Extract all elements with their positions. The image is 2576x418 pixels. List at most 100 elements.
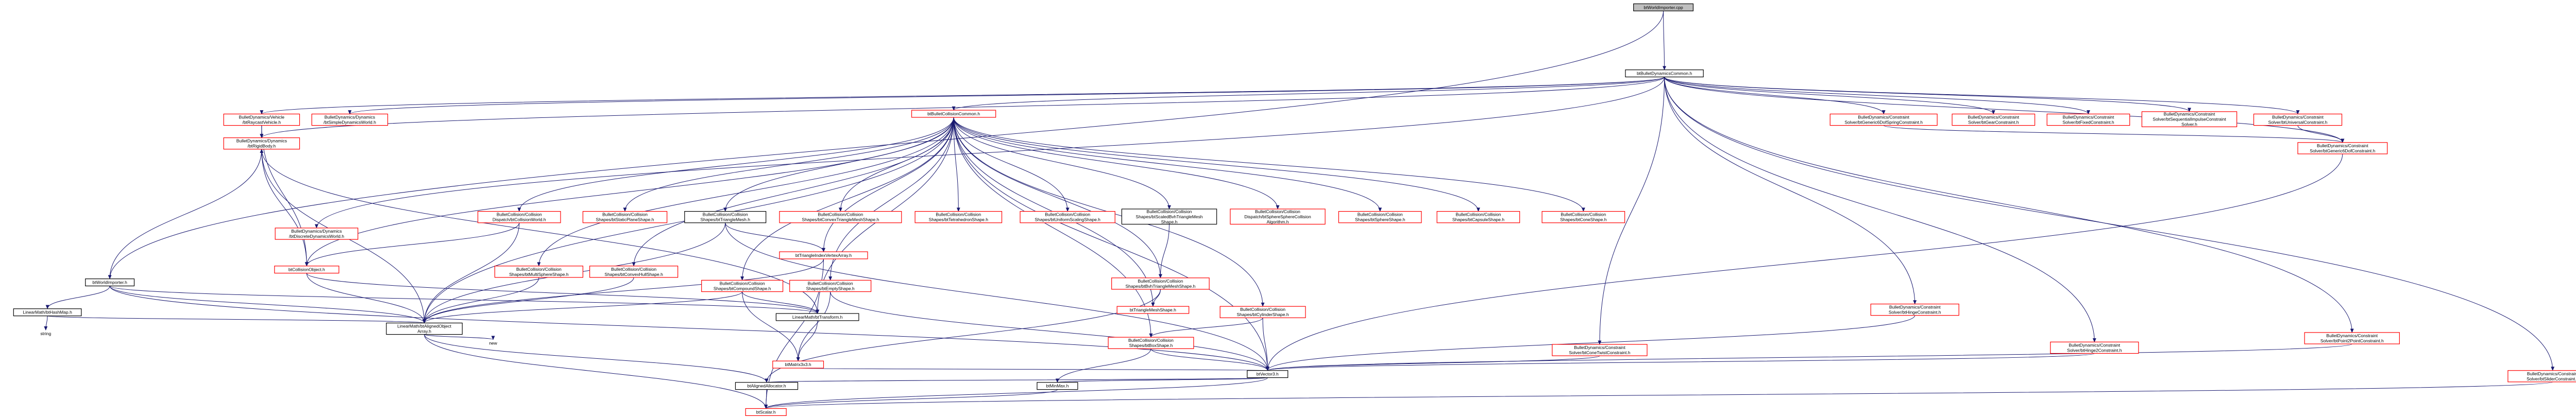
node-box-allocator: [735, 382, 799, 390]
node-label-hinge2-1: Solver/btHinge2Constraint.h: [2067, 347, 2122, 353]
node-gear[interactable]: BulletDynamics/ConstraintSolver/btGearCo…: [1952, 113, 2036, 126]
node-wimp[interactable]: btWorldImporter.h: [85, 278, 135, 287]
node-root[interactable]: btWorldImporter.cpp: [1633, 3, 1694, 11]
arrowhead-collcommon-to-sphereshape: [1378, 207, 1382, 212]
arrowhead-collcommon-to-convextrimesh: [838, 207, 842, 212]
node-seqimpulse[interactable]: BulletDynamics/ConstraintSolver/btSequen…: [2141, 111, 2238, 127]
node-label-hinge2-0: BulletDynamics/Constraint: [2069, 342, 2120, 347]
node-fixed[interactable]: BulletDynamics/ConstraintSolver/btFixedC…: [2046, 113, 2130, 126]
node-empty[interactable]: BulletCollision/CollisionShapes/btEmptyS…: [789, 280, 872, 292]
arrowhead-cylinder-to-box: [1149, 333, 1153, 338]
node-label-staticplane-0: BulletCollision/Collision: [602, 212, 648, 217]
node-box-convexhull: [589, 266, 679, 278]
node-scaledbvh[interactable]: BulletCollision/CollisionShapes/btScaled…: [1121, 208, 1217, 225]
node-label-generic6dof-1: Solver/btGeneric6DofConstraint.h: [2310, 148, 2375, 153]
node-bvhtrimesh[interactable]: BulletCollision/CollisionShapes/btBvhTri…: [1111, 277, 1210, 290]
node-label-compound-1: Shapes/btCompoundShape.h: [714, 286, 771, 291]
node-label-collisionworld-1: Dispatch/btCollisionWorld.h: [493, 217, 546, 222]
edge-collcommon-to-convextrimesh: [840, 117, 954, 212]
node-box-generic6dofspring: [1829, 113, 1938, 126]
node-box-slider: [2507, 370, 2576, 382]
node-transform[interactable]: LinearMath/btTransform.h: [775, 313, 859, 321]
edge-common-to-gear: [1664, 77, 1994, 114]
node-box[interactable]: BulletCollision/CollisionShapes/btBoxSha…: [1108, 337, 1194, 349]
node-slider[interactable]: BulletDynamics/ConstraintSolver/btSlider…: [2507, 370, 2576, 382]
arrowhead-common-to-hinge: [1913, 300, 1917, 305]
edge-empty-to-matrix: [798, 291, 831, 361]
node-label-tetrahedron-0: BulletCollision/Collision: [936, 212, 981, 217]
node-hinge2[interactable]: BulletDynamics/ConstraintSolver/btHinge2…: [2050, 341, 2139, 354]
node-compound[interactable]: BulletCollision/CollisionShapes/btCompou…: [701, 280, 784, 292]
node-tetrahedron[interactable]: BulletCollision/CollisionShapes/btTetrah…: [914, 211, 1003, 223]
edge-collcommon-to-collobject: [306, 117, 954, 266]
edge-trimesh-to-vector: [725, 222, 1268, 371]
node-capsule[interactable]: BulletCollision/CollisionShapes/btCapsul…: [1436, 211, 1520, 223]
node-label-bvhtrimesh-0: BulletCollision/Collision: [1138, 278, 1183, 284]
node-point2point[interactable]: BulletDynamics/ConstraintSolver/btPoint2…: [2304, 332, 2400, 344]
node-label-cylinder-1: Shapes/btCylinderShape.h: [1236, 312, 1289, 317]
arrowhead-collcommon-to-collisionworld: [517, 207, 521, 212]
arrowhead-common-to-generic6dofspring: [1882, 110, 1886, 115]
edge-vector-to-scalar: [766, 377, 1268, 409]
edge-box-to-vector: [1150, 349, 1268, 371]
node-vector[interactable]: btVector3.h: [1247, 370, 1289, 378]
node-spheresphere[interactable]: BulletCollision/CollisionDispatch/btSphe…: [1230, 208, 1326, 225]
node-label-new-0: new: [489, 341, 497, 346]
arrowhead-collcommon-to-compound: [740, 276, 744, 281]
node-common[interactable]: btBulletDynamicsCommon.h: [1625, 69, 1704, 78]
node-sphereshape[interactable]: BulletCollision/CollisionShapes/btSphere…: [1338, 211, 1422, 223]
edge-common-to-hinge2: [1664, 77, 2095, 342]
node-multisphere[interactable]: BulletCollision/CollisionShapes/btMultiS…: [494, 266, 584, 278]
node-minmax[interactable]: btMinMax.h: [1037, 382, 1078, 390]
node-hashmap[interactable]: LinearMath/btHashMap.h: [13, 308, 82, 317]
node-universal[interactable]: BulletDynamics/ConstraintSolver/btUniver…: [2253, 113, 2343, 126]
edge-collcommon-to-sphereshape: [953, 117, 1381, 212]
node-rigidbody[interactable]: BulletDynamics/Dynamics/btRigidBody.h: [223, 137, 300, 150]
node-box-vector: [1247, 370, 1289, 378]
edge-vector-to-allocator: [766, 377, 1268, 383]
node-label-conetwist-0: BulletDynamics/Constraint: [1574, 345, 1625, 350]
node-collisionworld[interactable]: BulletCollision/CollisionDispatch/btColl…: [477, 211, 561, 223]
graph-edges: [44, 11, 2555, 409]
node-matrix[interactable]: btMatrix3x3.h: [772, 360, 824, 369]
node-convextrimesh[interactable]: BulletCollision/CollisionShapes/btConvex…: [779, 211, 902, 223]
node-uniformscaling[interactable]: BulletCollision/CollisionShapes/btUnifor…: [1020, 211, 1115, 223]
node-label-hashmap-0: LinearMath/btHashMap.h: [23, 310, 72, 315]
node-label-uniformscaling-1: Shapes/btUniformScalingShape.h: [1035, 217, 1100, 222]
edge-wimp-to-alignedarray: [109, 286, 425, 323]
edge-collcommon-to-empty: [830, 117, 954, 281]
edge-common-to-generic6dofspring: [1664, 77, 1884, 114]
node-generic6dof[interactable]: BulletDynamics/ConstraintSolver/btGeneri…: [2297, 142, 2388, 154]
node-box-capsule: [1436, 211, 1520, 223]
edge-collcommon-to-multisphere: [538, 117, 954, 266]
node-trimesh[interactable]: BulletCollision/CollisionShapes/btTriang…: [684, 211, 767, 223]
edge-common-to-collcommon: [953, 77, 1665, 111]
node-trimeshshape[interactable]: btTriangleMeshShape.h: [1116, 306, 1190, 314]
node-simpleworld[interactable]: BulletDynamics/Dynamics/btSimpleDynamics…: [311, 113, 388, 126]
edge-collcommon-to-compound: [742, 117, 954, 281]
node-conetwist[interactable]: BulletDynamics/ConstraintSolver/btConeTw…: [1552, 344, 1648, 356]
node-staticplane[interactable]: BulletCollision/CollisionShapes/btStatic…: [582, 211, 668, 223]
edge-hashmap-to-alignedarray: [47, 316, 425, 323]
node-label-vector-0: btVector3.h: [1257, 372, 1279, 377]
node-trivertex[interactable]: btTriangleIndexVertexArray.h: [779, 251, 868, 259]
node-label-sphereshape-1: Shapes/btSphereShape.h: [1355, 217, 1405, 222]
node-convexhull[interactable]: BulletCollision/CollisionShapes/btConvex…: [589, 266, 679, 278]
node-collobject[interactable]: btCollisionObject.h: [274, 266, 340, 274]
node-allocator[interactable]: btAlignedAllocator.h: [735, 382, 799, 390]
node-discreteworld[interactable]: BulletDynamics/Dynamics/btDiscreteDynami…: [275, 228, 359, 240]
node-label-hinge-0: BulletDynamics/Constraint: [1889, 305, 1941, 310]
node-scalar[interactable]: btScalar.h: [745, 408, 787, 416]
node-collcommon[interactable]: btBulletCollisionCommon.h: [911, 110, 996, 118]
node-hinge[interactable]: BulletDynamics/ConstraintSolver/btHingeC…: [1870, 303, 1959, 316]
node-cone[interactable]: BulletCollision/CollisionShapes/btConeSh…: [1541, 211, 1625, 223]
edge-transform-to-matrix: [798, 320, 818, 361]
node-label-raycast-1: /btRaycastVehicle.h: [243, 120, 281, 125]
node-label-rigidbody-0: BulletDynamics/Dynamics: [236, 138, 287, 144]
arrowhead-common-to-seqimpulse: [2188, 108, 2191, 112]
edge-collcommon-to-spheresphere: [953, 117, 1278, 210]
node-generic6dofspring[interactable]: BulletDynamics/ConstraintSolver/btGeneri…: [1829, 113, 1938, 126]
node-cylinder[interactable]: BulletCollision/CollisionShapes/btCylind…: [1219, 306, 1306, 318]
node-raycast[interactable]: BulletDynamics/Vehicle/btRaycastVehicle.…: [223, 113, 300, 126]
